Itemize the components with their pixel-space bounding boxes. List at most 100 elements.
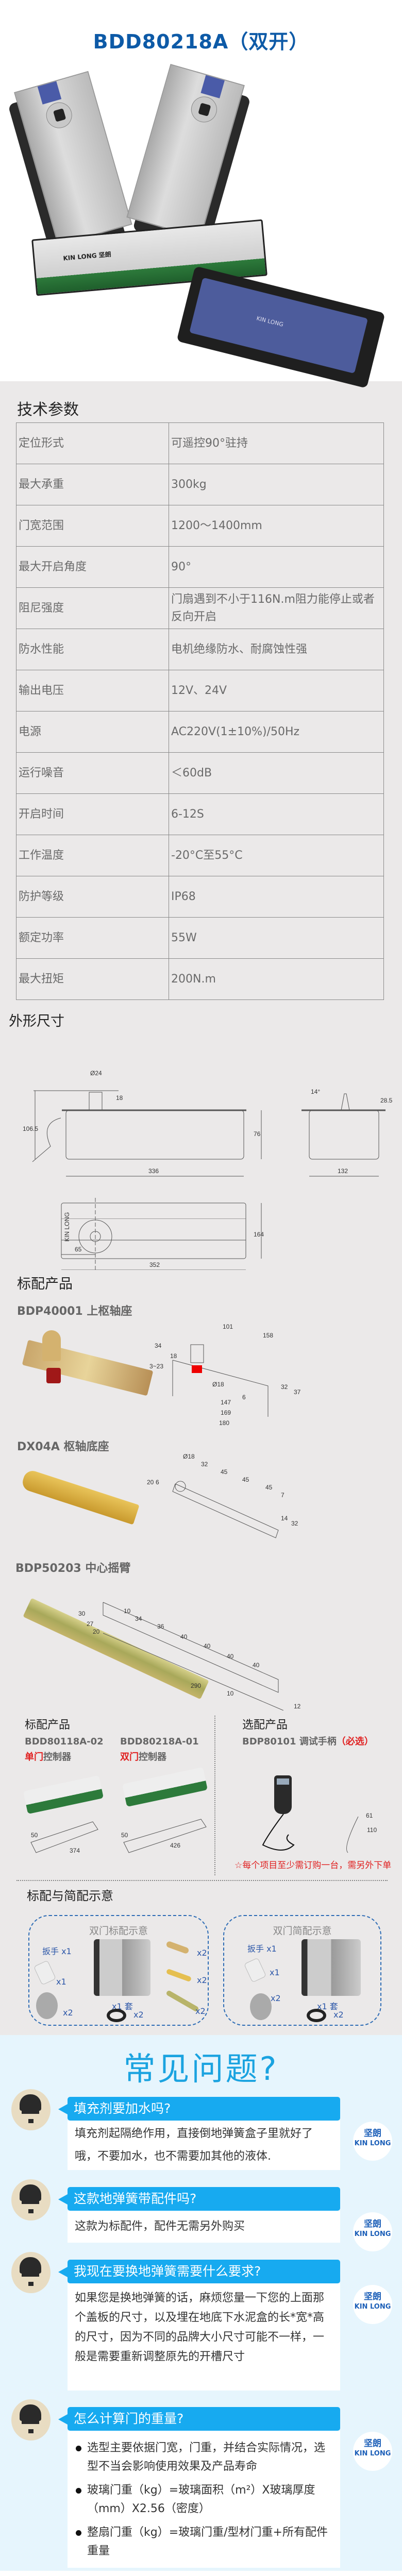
dim-label: 32 bbox=[281, 1383, 288, 1391]
handle-label: BDP80101 调试手柄（必选） bbox=[242, 1734, 374, 1750]
standard-parts-section: 标配产品 BDP40001 上枢轴座 DX04A 枢轴底座 BDP50203 中… bbox=[0, 1273, 402, 1716]
avatar bbox=[11, 2179, 51, 2221]
dim-label: 14° bbox=[311, 1088, 320, 1095]
remote-image bbox=[33, 1960, 57, 1986]
spec-value: 电机绝缘防水、耐腐蚀性强 bbox=[169, 629, 384, 670]
dim-label: 40 bbox=[253, 1662, 260, 1669]
faq-title: 常见问题? bbox=[123, 2050, 279, 2088]
dim-label: 20 bbox=[93, 1628, 100, 1635]
dim-label: 65 bbox=[75, 1246, 82, 1253]
spec-key: 防水性能 bbox=[16, 629, 169, 670]
spec-value: ＜60dB bbox=[169, 752, 384, 794]
dim-label: 32 bbox=[201, 1461, 208, 1468]
bottom-pivot-image bbox=[20, 1468, 140, 1525]
model: BDD80118A-02 bbox=[25, 1736, 104, 1747]
bottom-pivot-drawing bbox=[172, 1481, 279, 1538]
spec-value: 1200～1400mm bbox=[169, 505, 384, 547]
controllers-section: 标配产品 选配产品 BDD80118A-02 单门控制器 BDD80218A-0… bbox=[0, 1716, 402, 1886]
arm-mini bbox=[165, 1990, 199, 2012]
dim-label: 336 bbox=[148, 1167, 159, 1175]
dim-label: 290 bbox=[191, 1682, 202, 1689]
dim-label: 3~23 bbox=[149, 1363, 164, 1370]
badge-cn: 坚朗 bbox=[364, 2219, 381, 2229]
faq-bullet: 玻璃门重（kg）=玻璃面积（m²）X玻璃厚度（mm）X2.56（密度） bbox=[75, 2481, 333, 2518]
dim-label: 12 bbox=[294, 1703, 301, 1710]
controller-double: BDD80218A-01 双门控制器 bbox=[120, 1734, 199, 1765]
part-title: BDP40001 上枢轴座 bbox=[17, 1305, 132, 1318]
faq-question: 怎么计算门的重量? bbox=[58, 2407, 340, 2431]
config-heading: 标配与简配示意 bbox=[27, 1889, 113, 1903]
dim-label: 37 bbox=[294, 1388, 301, 1396]
dim-label: 7 bbox=[281, 1492, 284, 1499]
part-title: DX04A 枢轴底座 bbox=[17, 1440, 109, 1453]
cap-qty: x2 bbox=[271, 1993, 281, 2003]
type-red: 双门 bbox=[120, 1752, 139, 1762]
optional-heading: 选配产品 bbox=[242, 1719, 288, 1732]
type: 控制器 bbox=[43, 1752, 71, 1762]
dim-label: 76 bbox=[254, 1130, 261, 1138]
set-qty: x1 套 bbox=[317, 2002, 338, 2011]
spec-value: 6-12S bbox=[169, 793, 384, 835]
handle-display bbox=[277, 1778, 289, 1785]
avatar bbox=[11, 2399, 51, 2441]
dim-label: 45 bbox=[265, 1484, 273, 1491]
faq-bullet: 选型主要依据门宽，门重，并结合实际情况，选型不当会影响使用效果及产品寿命 bbox=[75, 2439, 333, 2476]
dim-label: 34 bbox=[135, 1615, 142, 1622]
single-controller-image bbox=[23, 1775, 104, 1815]
remote-image bbox=[243, 1957, 267, 1983]
spec-value: IP68 bbox=[169, 876, 384, 918]
spec-key: 电源 bbox=[16, 711, 169, 753]
dim-label: 40 bbox=[204, 1642, 211, 1650]
spec-value: AC220V(1±10%)/50Hz bbox=[169, 711, 384, 753]
faq-question: 这款地弹簧带配件吗? bbox=[58, 2187, 340, 2211]
spec-key: 阻尼强度 bbox=[16, 587, 169, 629]
controller-drawings: 374 50 426 50 bbox=[30, 1819, 207, 1854]
dim-label: Ø24 bbox=[90, 1070, 102, 1077]
spec-value: 门扇遇到不小于116N.m阻力能停止或者反向开启 bbox=[169, 587, 384, 629]
dim-label: 158 bbox=[263, 1332, 274, 1339]
type: 控制器 bbox=[139, 1752, 166, 1762]
spec-key: 最大扭矩 bbox=[16, 958, 169, 1000]
controllers-heading: 标配产品 bbox=[25, 1719, 71, 1732]
dim-label: 10 bbox=[227, 1690, 234, 1697]
side-view: Ø24 18 106.5 76 336 bbox=[23, 1070, 262, 1177]
cable-image bbox=[307, 2009, 326, 2022]
spring-image bbox=[94, 1939, 150, 1996]
dim-label: 30 bbox=[78, 1610, 86, 1617]
model: BDD80218A-01 bbox=[120, 1736, 199, 1747]
dim-label: 352 bbox=[149, 1261, 160, 1268]
badge-en: KIN LONG bbox=[354, 2140, 391, 2147]
faq-section: 常见问题? 填充剂要加水吗? 填充剂起隔绝作用，直接倒地弹簧盒子里就好了哦，不要… bbox=[0, 2035, 402, 2571]
top-pivot-red-pin bbox=[46, 1368, 61, 1383]
box-title: 双门标配示意 bbox=[89, 1925, 148, 1937]
cable-image bbox=[107, 2009, 126, 2022]
spec-key: 额定功率 bbox=[16, 917, 169, 959]
spec-key: 防护等级 bbox=[16, 876, 169, 918]
qty: x2 bbox=[195, 2006, 206, 2016]
dim-label: 10 bbox=[124, 1607, 131, 1615]
spec-row: 阻尼强度门扇遇到不小于116N.m阻力能停止或者反向开启 bbox=[16, 587, 384, 629]
center-arm-drawing bbox=[103, 1602, 284, 1710]
spec-key: 最大承重 bbox=[16, 464, 169, 505]
required-tag: （必选） bbox=[336, 1736, 374, 1747]
spec-row: 防水性能电机绝缘防水、耐腐蚀性强 bbox=[16, 629, 384, 670]
spring-image bbox=[301, 1939, 361, 1996]
avatar bbox=[11, 2252, 51, 2293]
handle-drawing: 61 110 bbox=[262, 1812, 377, 1853]
dim-label: 110 bbox=[367, 1826, 377, 1834]
faq-bullet: 整扇门重（kg）=玻璃门重/型材门重+所有配件重量 bbox=[75, 2523, 333, 2561]
remote-qty: x1 bbox=[270, 1968, 280, 1977]
